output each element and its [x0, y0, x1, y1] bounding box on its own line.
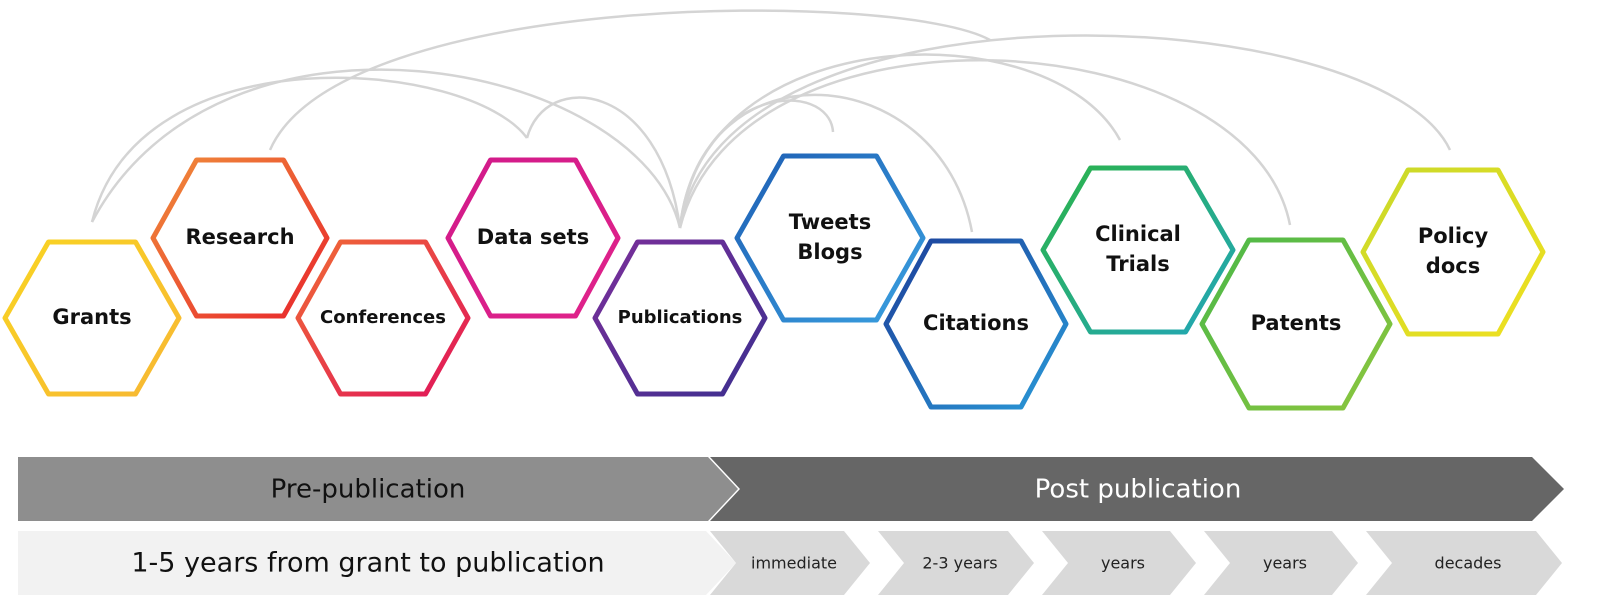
post-publication-label: Post publication: [1035, 475, 1242, 505]
timescale-chevron: [878, 531, 1034, 595]
hexagon-data-sets: [445, 157, 621, 319]
connection-arc: [90, 76, 529, 223]
hexagon-tweets-blogs: [734, 153, 926, 323]
connection-arc: [678, 99, 835, 229]
pre-publication-band: [18, 457, 738, 521]
hexagon-citations: [883, 238, 1069, 410]
range-band: [18, 531, 736, 595]
connection-arc: [90, 68, 682, 229]
connection-arc: [678, 59, 1292, 229]
timescale-chevron: [710, 531, 870, 595]
connection-arc: [678, 34, 1452, 229]
hexagon-policy-docs: [1360, 167, 1546, 337]
hexagon-grants: [2, 239, 182, 397]
hexagon-publications: [592, 239, 768, 397]
timeline-bands: Pre-publication Post publication 1-5 years…: [18, 457, 1564, 595]
pre-publication-label: Pre-publication: [271, 475, 466, 505]
connection-arcs: [90, 9, 1452, 233]
stage-label: Data sets: [477, 225, 589, 249]
stage-patents: Patents: [1199, 237, 1393, 411]
timescale-label: decades: [1435, 554, 1502, 573]
stage-label: Tweets: [789, 210, 871, 234]
stage-label: Trials: [1106, 252, 1169, 276]
timescale-label: 2-3 years: [922, 554, 997, 573]
stage-label: Publications: [618, 307, 743, 328]
timescale-label: years: [1101, 554, 1145, 573]
stage-data-sets: Data sets: [445, 157, 621, 319]
timescale-chevron: [1366, 531, 1562, 595]
hexagon-conferences: [295, 239, 471, 397]
timescale-label: immediate: [751, 554, 837, 573]
connection-arc: [268, 9, 991, 151]
hexagon-patents: [1199, 237, 1393, 411]
stage-label: Citations: [923, 311, 1029, 335]
stage-label: Clinical: [1095, 222, 1181, 246]
range-label: 1-5 years from grant to publication: [131, 548, 604, 579]
connection-arc: [525, 96, 682, 229]
stage-label: docs: [1426, 254, 1480, 278]
stage-label: Research: [185, 225, 294, 249]
stage-citations: Citations: [883, 238, 1069, 410]
stage-label: Conferences: [320, 307, 446, 328]
stage-conferences: Conferences: [295, 239, 471, 397]
timescale-chevron: [1204, 531, 1358, 595]
timescale-chevron: [1042, 531, 1196, 595]
stage-grants: Grants: [2, 239, 182, 397]
timescale-label: years: [1263, 554, 1307, 573]
stage-label: Blogs: [797, 240, 862, 264]
stage-label: Grants: [52, 305, 131, 329]
stage-publications: Publications: [592, 239, 768, 397]
stage-label: Patents: [1251, 311, 1342, 335]
stage-label: Policy: [1418, 224, 1489, 248]
hexagon-clinical-trials: [1040, 165, 1236, 335]
hexagon-research: [150, 157, 330, 319]
stage-research: Research: [150, 157, 330, 319]
stage-policy-docs: Policy docs: [1360, 167, 1546, 337]
post-publication-band: [710, 457, 1564, 521]
